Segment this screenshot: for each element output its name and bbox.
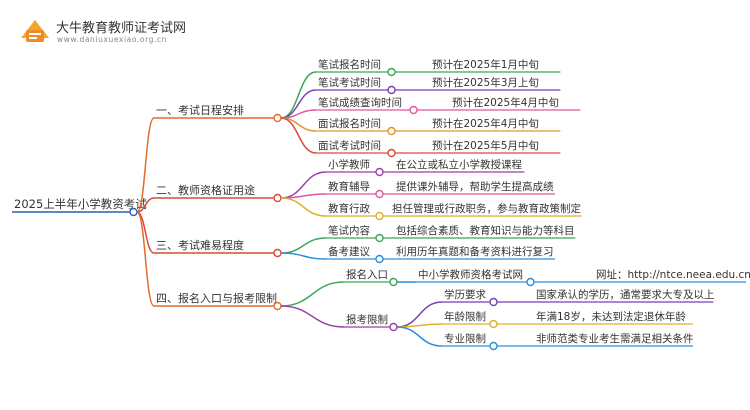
branch-connector (136, 197, 155, 213)
branch-label: 三、考试难易程度 (156, 238, 244, 252)
subtopic-connector (280, 305, 345, 328)
branch-connector-dot (273, 113, 282, 123)
topic-connector-dot (489, 297, 498, 307)
topic-connector-dot (387, 67, 396, 77)
topic-label: 小学教师 (328, 158, 370, 171)
detail-label: 预计在2025年5月中旬 (432, 139, 539, 152)
topic-label: 面试报名时间 (318, 117, 381, 130)
topic-connector-dot (375, 233, 384, 243)
topic-connector-dot (489, 319, 498, 329)
detail-label: 提供课外辅导，帮助学生提高成绩 (396, 180, 554, 193)
topic-connector (396, 301, 443, 328)
topic-connector (280, 117, 317, 154)
detail-label: 利用历年真题和备考资料进行复习 (396, 245, 554, 258)
detail-label: 国家承认的学历，通常要求大专及以上 (536, 288, 715, 301)
topic-connector-dot (387, 85, 396, 95)
site-name: 大牛教育教师证考试网 (56, 21, 187, 36)
detail-label: 包括综合素质、教育知识与能力等科目 (396, 224, 575, 237)
root-connector-dot (129, 207, 138, 217)
topic-connector-dot (375, 254, 384, 264)
topic-label: 笔试成绩查询时间 (318, 96, 402, 109)
branch-connector-dot (273, 193, 282, 203)
branch-connector (136, 211, 155, 307)
branch-connector-dot (273, 248, 282, 258)
topic-label: 年龄限制 (444, 310, 486, 323)
topic-connector-dot (375, 211, 384, 221)
topic-connector (280, 252, 327, 260)
branch-label: 一、考试日程安排 (156, 103, 244, 117)
branch-connector-dot (273, 301, 282, 311)
topic-connector-dot (526, 277, 535, 287)
detail-label: 预计在2025年4月中旬 (452, 96, 559, 109)
detail-label: 预计在2025年3月上旬 (432, 76, 539, 89)
detail-label: 预计在2025年4月中旬 (432, 117, 539, 130)
topic-label: 教育行政 (328, 202, 370, 215)
detail-label: 网址：http://ntce.neea.edu.cn (596, 268, 750, 281)
detail-label: 非师范类专业考生需满足相关条件 (536, 332, 694, 345)
site-url: www.daniuxuexiao.org.cn (57, 35, 168, 44)
detail-label: 在公立或私立小学教授课程 (396, 158, 522, 171)
topic-connector-dot (387, 126, 396, 136)
topic-connector (280, 193, 327, 199)
subtopic-label: 报考限制 (346, 313, 388, 326)
detail-label: 年满18岁，未达到法定退休年龄 (536, 310, 686, 323)
branch-connector (136, 117, 155, 213)
topic-label: 笔试内容 (328, 224, 370, 237)
topic-connector (280, 197, 327, 217)
logo-icon (18, 16, 52, 46)
topic-connector (396, 326, 443, 347)
topic-connector-dot (489, 341, 498, 351)
subtopic-connector (280, 281, 345, 307)
topic-connector (280, 237, 327, 254)
topic-label: 笔试报名时间 (318, 58, 381, 71)
topic-label: 中小学教师资格考试网 (418, 268, 523, 281)
branch-label: 四、报名入口与报考限制 (156, 291, 277, 305)
topic-label: 学历要求 (444, 288, 486, 301)
topic-connector-dot (387, 148, 396, 158)
detail-label: 担任管理或行政职务，参与教育政策制定 (392, 202, 581, 215)
topic-label: 面试考试时间 (318, 139, 381, 152)
topic-label: 备考建议 (328, 245, 370, 258)
topic-label: 专业限制 (444, 332, 486, 345)
root-node-label: 2025上半年小学教资考试 (14, 197, 147, 211)
topic-label: 笔试考试时间 (318, 76, 381, 89)
topic-connector-dot (409, 105, 418, 115)
topic-connector-dot (375, 167, 384, 177)
subtopic-connector-dot (389, 322, 398, 332)
branch-label: 二、教师资格证用途 (156, 183, 255, 197)
subtopic-connector-dot (389, 277, 398, 287)
detail-label: 预计在2025年1月中旬 (432, 58, 539, 71)
topic-label: 教育辅导 (328, 180, 370, 193)
topic-connector-dot (375, 189, 384, 199)
subtopic-label: 报名入口 (346, 268, 388, 281)
